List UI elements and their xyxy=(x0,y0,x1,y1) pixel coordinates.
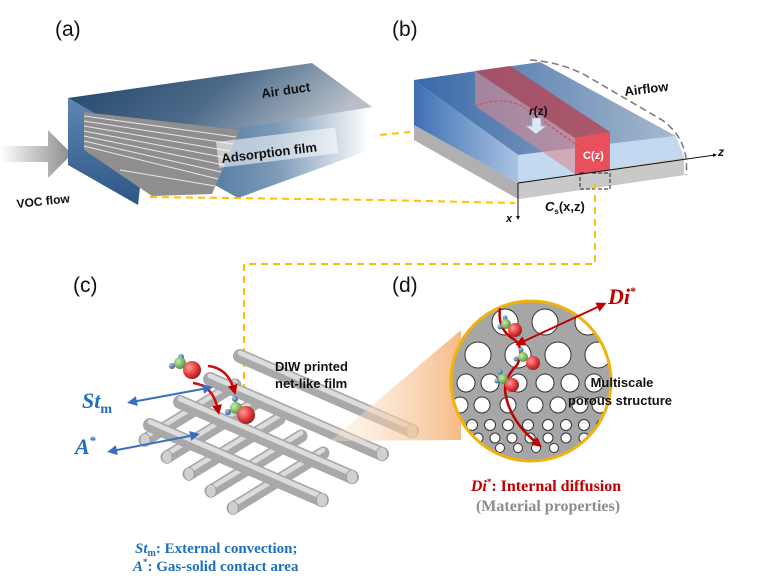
connector-a-b-bottom xyxy=(149,196,516,204)
control-volume-hidden-edge xyxy=(474,100,610,169)
panel-d-label: (d) xyxy=(392,274,418,297)
airflow-outline xyxy=(529,59,688,176)
pore xyxy=(466,419,478,431)
airflow-channel-side xyxy=(414,80,518,183)
pore xyxy=(542,419,554,431)
panel-b: (b) r(z) C(z) Airflow z x Cs(x,z) xyxy=(392,18,724,225)
pore xyxy=(502,419,514,431)
pore xyxy=(506,432,518,444)
control-volume-front xyxy=(575,132,610,175)
voc-molecule-2 xyxy=(225,396,255,424)
air-duct-label: Air duct xyxy=(260,79,311,101)
pore xyxy=(578,419,590,431)
pore xyxy=(513,443,523,453)
pore xyxy=(574,308,602,336)
caption-convection: Stm: External convection; xyxy=(135,541,298,559)
caption-material-properties: (Material properties) xyxy=(476,498,620,515)
pore xyxy=(560,419,572,431)
pore xyxy=(549,396,567,414)
pore xyxy=(535,373,555,393)
pore xyxy=(549,443,559,453)
porous-structure-rim xyxy=(449,299,613,463)
film-layer-lines xyxy=(83,115,237,187)
panel-a-label: (a) xyxy=(55,18,81,41)
zoom-connectors xyxy=(149,131,596,388)
pore xyxy=(544,341,572,369)
pore xyxy=(522,419,534,431)
x-axis-label: x xyxy=(505,213,513,225)
pore xyxy=(571,396,589,414)
panel-d: (d) Di* Multiscale porous structure Di*:… xyxy=(330,274,672,515)
film-label-line2: net-like film xyxy=(275,376,347,391)
c-z-label: C(z) xyxy=(583,150,604,162)
diffusion-path xyxy=(498,307,542,448)
reaction-rate-arrow-icon xyxy=(525,117,547,135)
pore xyxy=(542,432,554,444)
airflow-label: Airflow xyxy=(624,79,670,99)
z-axis xyxy=(517,153,717,184)
di-star-label: Di* xyxy=(607,284,636,309)
control-volume-side xyxy=(475,71,575,174)
structure-label-line1: Multiscale xyxy=(591,375,654,390)
pore xyxy=(531,443,541,453)
adsorption-film-label-bg xyxy=(215,127,339,168)
control-volume-top xyxy=(475,66,610,138)
stm-arrow xyxy=(127,383,213,407)
voc-flow-label: VOC flow xyxy=(16,191,71,211)
pore xyxy=(560,432,572,444)
z-axis-label: z xyxy=(717,145,724,159)
structure-label-line2: porous structure xyxy=(568,393,672,408)
a-star-label: A* xyxy=(73,433,96,459)
pore-molecules xyxy=(494,315,540,392)
connector-a-b-top xyxy=(379,131,411,136)
mesh-rod-bottom xyxy=(182,412,286,481)
di-star-arrow xyxy=(515,302,607,346)
caption-contact-area: A*: Gas-solid contact area xyxy=(132,557,299,575)
adsorption-arrow-1 xyxy=(207,364,238,395)
panel-b-label: (b) xyxy=(392,18,418,41)
stm-label: Stm xyxy=(82,388,112,417)
pore xyxy=(464,341,492,369)
panel-a: (a) Air duct Adsorption film VOC flow xyxy=(0,18,372,211)
substrate-front xyxy=(518,157,684,199)
pore xyxy=(480,373,500,393)
pore xyxy=(560,373,580,393)
caption-internal-diffusion: Di*: Internal diffusion xyxy=(470,477,621,495)
panel-c-label: (c) xyxy=(73,274,98,297)
a-star-arrow xyxy=(107,431,200,455)
r-z-label: r(z) xyxy=(529,104,548,118)
voc-flow-arrow-icon xyxy=(0,130,72,178)
cs-label: Cs(x,z) xyxy=(545,199,585,216)
pore xyxy=(489,432,501,444)
pore xyxy=(473,396,491,414)
mesh-rod-top xyxy=(173,395,359,485)
pore xyxy=(526,396,544,414)
zoom-cone xyxy=(330,330,461,441)
pore xyxy=(456,373,476,393)
voc-molecule-1 xyxy=(169,354,201,379)
pore xyxy=(484,419,496,431)
pore xyxy=(584,373,604,393)
pore xyxy=(495,443,505,453)
panel-c: (c) Stm A* DIW printed net-like film St xyxy=(73,274,419,575)
connector-b-c xyxy=(243,183,596,388)
film-label-line1: DIW printed xyxy=(275,359,348,374)
